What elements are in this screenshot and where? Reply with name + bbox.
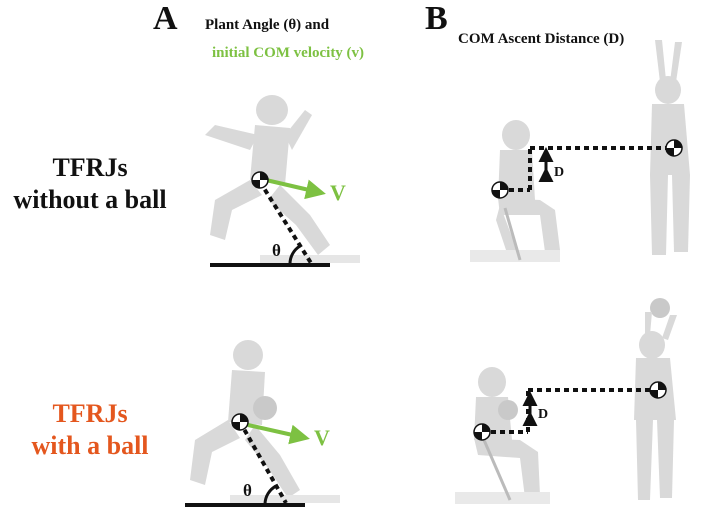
plant-angle-arc-a1 [288,244,301,265]
athlete-silhouette-b1-jump [650,40,690,255]
row-label-with-ball: TFRJs with a ball [0,398,180,462]
panel-b-title: COM Ascent Distance (D) [458,31,625,47]
velocity-label-a1: V [330,180,346,205]
row-label-with-ball-line1: TFRJs [52,399,128,428]
com-marker-a2 [231,413,249,431]
plant-leg-line-a1 [258,180,313,265]
angle-label-a2: θ [243,481,252,500]
velocity-label-a2: V [314,425,330,450]
panel-letter-a: A [153,0,178,37]
plant-angle-arc-a2 [263,484,277,505]
athlete-silhouette-a1 [205,95,360,263]
athlete-silhouette-b2-jump [634,298,677,500]
distance-label-b2: D [538,407,548,422]
shin-line-b1 [503,207,522,261]
panel-a-title-line1: Plant Angle (θ) and [205,17,330,33]
com-marker-b1-high [665,139,683,157]
shin-line-b2 [482,439,512,501]
row-label-without-ball-line2: without a ball [13,185,167,214]
panel-a-title-line2: initial COM velocity (v) [212,45,365,61]
plant-leg-line-a2 [238,421,288,504]
panel-letter-b: B [425,0,448,37]
distance-label-b1: D [554,165,564,180]
row-label-without-ball-line1: TFRJs [52,153,128,182]
velocity-arrow-a2 [247,423,310,445]
row-label-without-ball: TFRJs without a ball [0,152,180,216]
velocity-arrow-a1 [265,178,326,200]
com-marker-a1 [251,171,269,189]
com-marker-b2-low [473,423,491,441]
com-marker-b1-low [491,181,509,199]
row-label-with-ball-line2: with a ball [31,431,149,460]
athlete-silhouette-a2 [190,340,340,503]
com-marker-b2-high [649,381,667,399]
angle-label-a1: θ [272,241,281,260]
